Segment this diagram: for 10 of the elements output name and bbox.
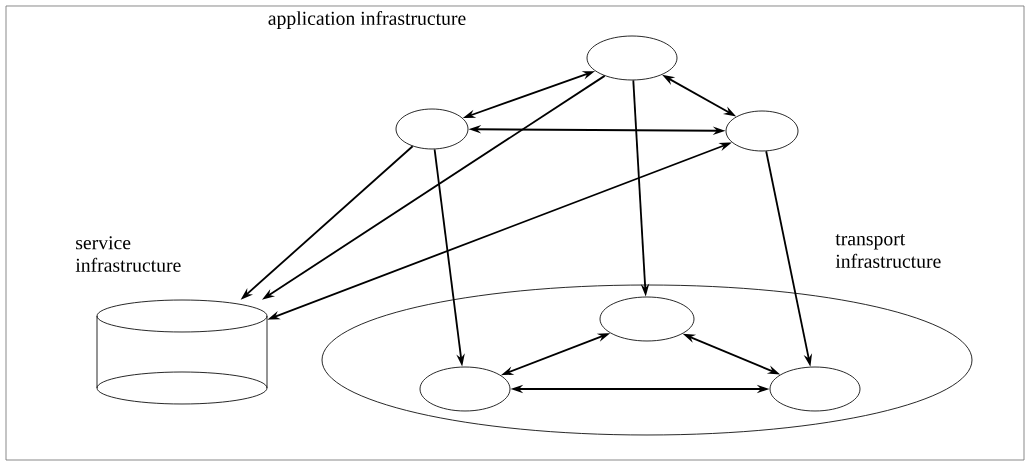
group-label: service infrastructure [75,236,181,272]
cylinder [96,299,268,405]
ellipse [725,110,799,152]
ellipse [586,35,678,81]
group-label: transport infrastructure [835,234,941,268]
ellipse [395,108,469,150]
group-label: application infrastructure [268,10,466,29]
ellipse [419,366,511,412]
ellipse [769,366,861,412]
ellipse [599,296,695,342]
